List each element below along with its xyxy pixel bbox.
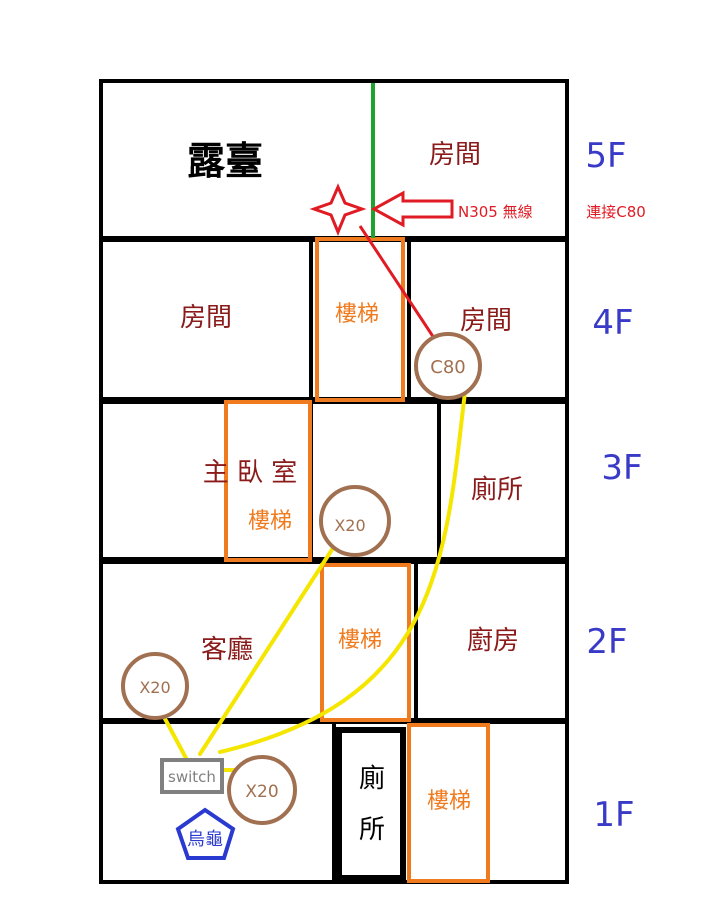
floor-label-5f: 5F [585,136,626,176]
stairs-3f-label: 樓梯 [248,509,292,534]
living-room-label: 客廳 [201,635,253,665]
kitchen-label: 廚房 [467,626,519,656]
toilet-3f-label: 廁所 [471,475,523,505]
device-x20-1f-label: X20 [245,782,278,802]
master-room-label: 主 臥 室 [203,458,298,488]
link-x20-3f-switch [198,546,335,756]
switch-label: switch [168,768,216,786]
stairs-1f [407,723,490,883]
link-label: 連接C80 [586,203,646,221]
wifi-links [161,390,467,772]
stairs-4f-label: 樓梯 [335,302,379,327]
floor-label-3f: 3F [601,448,642,488]
device-c80-label: C80 [430,357,465,378]
device-x20-1f [227,755,297,825]
devices [121,332,482,825]
stairs-2f-label: 樓梯 [338,628,382,653]
ap-link-line [358,225,436,339]
stairs-1f-label: 樓梯 [427,789,471,814]
link-x20-2f-switch [161,713,189,762]
room-4f-right-label: 房間 [460,306,512,336]
toilet-1f-top-label: 廁 [359,764,385,794]
room-4f-left-label: 房間 [180,303,232,333]
stairs [224,237,490,883]
switch-box [160,758,224,794]
toilet-1f-bottom-label: 所 [359,815,385,845]
stairs-3f [224,400,312,562]
device-x20-3f [319,485,391,557]
star-icon [309,183,367,236]
device-c80 [414,332,482,400]
floor-label-4f: 4F [592,303,633,343]
device-x20-2f-label: X20 [139,678,170,697]
pentagon-icon [175,807,236,860]
device-x20-2f [121,652,189,720]
stairs-4f [315,237,405,402]
terrace-label: 露臺 [187,139,263,183]
toilet-1f-box [336,727,406,881]
arrow-left-icon [370,190,454,228]
ap-label: N305 無線 [458,203,533,221]
router-label: 烏龜 [187,829,223,850]
device-x20-3f-label: X20 [334,516,365,535]
link-c80-switch [218,390,467,754]
floor-label-2f: 2F [586,622,627,662]
floor-label-1f: 1F [593,795,634,835]
stairs-2f [320,563,411,722]
room-5f-label: 房間 [429,140,481,170]
